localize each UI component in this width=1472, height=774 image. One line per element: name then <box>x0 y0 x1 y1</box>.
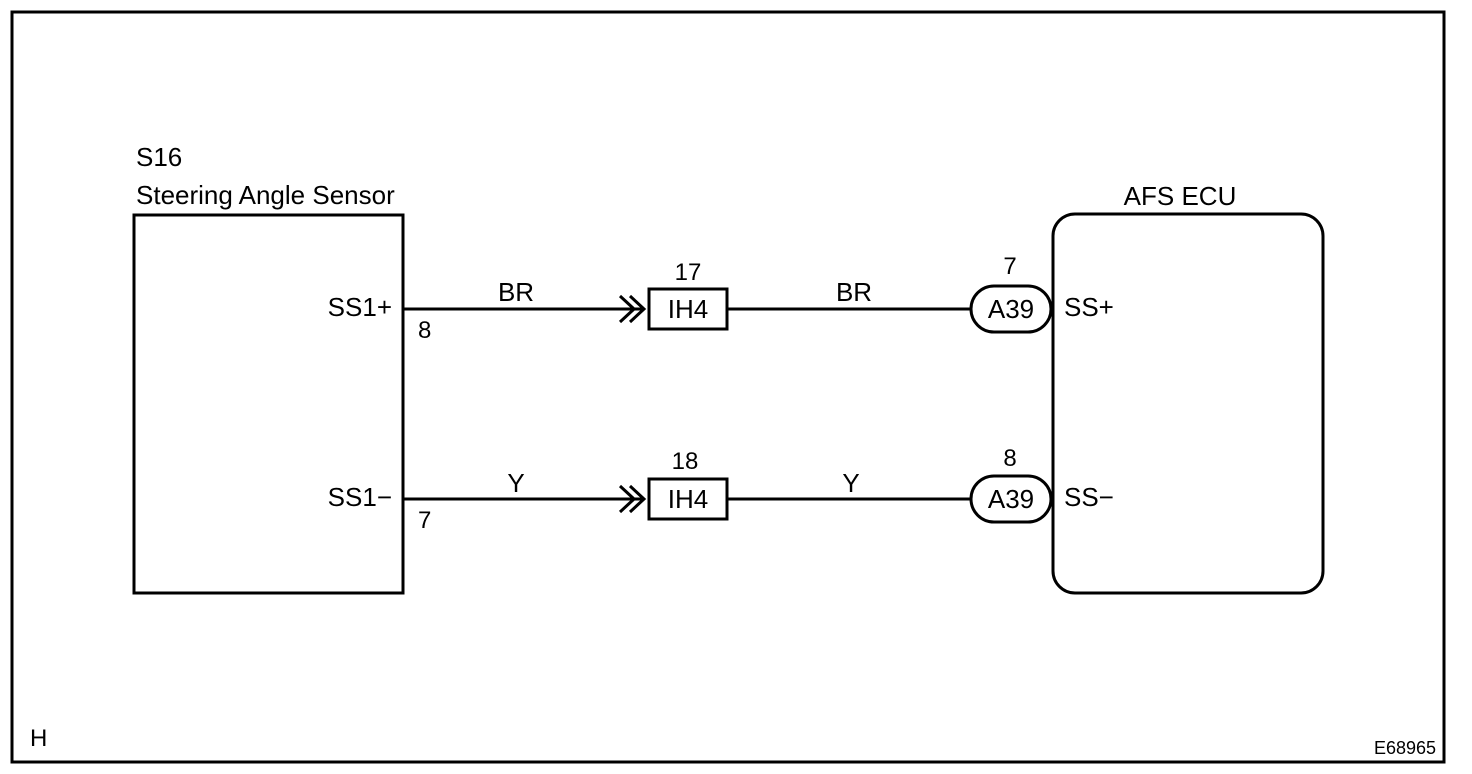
ecu-connector-upper-label: A39 <box>988 294 1034 324</box>
wire-upper-color-right: BR <box>836 277 872 307</box>
junction-upper-label: IH4 <box>668 294 708 324</box>
diagram-frame <box>10 10 1446 764</box>
connector-chevron-icon <box>618 294 637 324</box>
connector-chevron-icon <box>628 484 647 514</box>
ecu-connector-lower <box>969 474 1053 524</box>
junction-lower-label: IH4 <box>668 484 708 514</box>
figure-id: E68965 <box>1374 738 1436 758</box>
junction-box-lower <box>647 477 729 521</box>
wire-upper: BR IH4 17 BR A39 7 <box>403 253 1053 334</box>
ecu-connector-lower-label: A39 <box>988 484 1034 514</box>
ecu-connector-upper-pin: 7 <box>1003 253 1016 280</box>
wire-lower: Y IH4 18 Y A39 8 <box>403 445 1053 524</box>
footer-left-mark: H <box>30 725 47 752</box>
ecu-box <box>1051 212 1325 595</box>
junction-upper-pin: 17 <box>675 259 702 286</box>
junction-box-upper <box>647 287 729 331</box>
ecu-name: AFS ECU <box>1124 181 1237 211</box>
wire-lower-color-right: Y <box>842 468 859 498</box>
ecu-pin-neg-label: SS− <box>1064 482 1114 512</box>
connector-chevron-icon <box>628 294 647 324</box>
sensor-name: Steering Angle Sensor <box>136 180 395 210</box>
connector-chevron-icon <box>618 484 637 514</box>
wire-upper-color-left: BR <box>498 277 534 307</box>
sensor-code: S16 <box>136 142 182 172</box>
junction-lower-pin: 18 <box>672 448 699 475</box>
sensor-pin-pos-number: 8 <box>418 317 431 344</box>
sensor-pin-neg-label: SS1− <box>328 482 392 512</box>
ecu-connector-upper <box>969 284 1053 334</box>
sensor-pin-pos-label: SS1+ <box>328 292 392 322</box>
wire-lower-color-left: Y <box>507 468 524 498</box>
sensor-pin-neg-number: 7 <box>418 507 431 534</box>
sensor-box <box>132 213 405 595</box>
ecu-pin-pos-label: SS+ <box>1064 292 1114 322</box>
ecu-connector-lower-pin: 8 <box>1003 445 1016 472</box>
